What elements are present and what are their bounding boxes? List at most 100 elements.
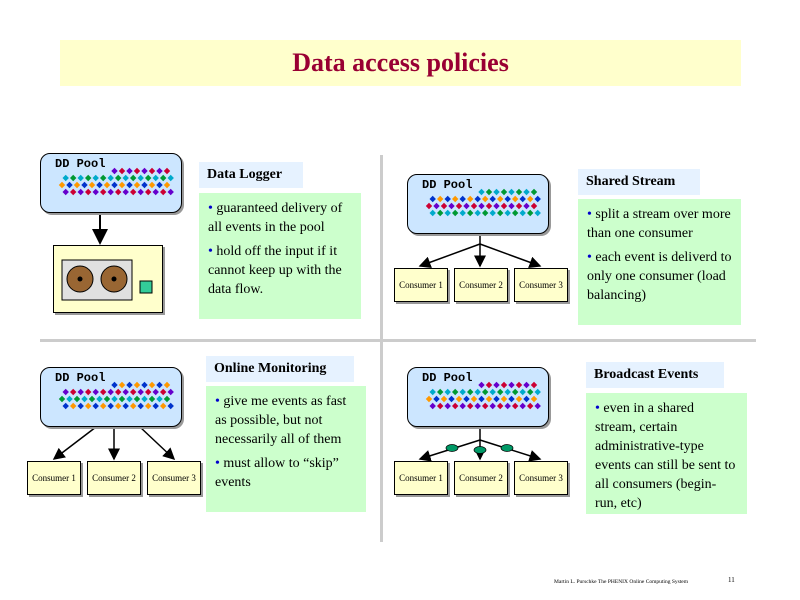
event-diamond — [459, 209, 466, 217]
event-diamond — [137, 174, 144, 182]
event-diamond — [126, 167, 133, 175]
broadcast-event-token-2 — [473, 446, 487, 454]
event-diamond — [527, 195, 534, 203]
shared-stream-heading: Shared Stream — [578, 169, 700, 195]
event-diamond — [137, 402, 144, 410]
event-diamond — [425, 395, 433, 403]
event-diamond — [534, 195, 541, 203]
event-diamond — [96, 395, 103, 403]
event-diamond — [459, 195, 466, 203]
broadcast-event-token-3 — [500, 444, 514, 452]
event-diamond — [107, 402, 114, 410]
event-diamond — [92, 402, 99, 410]
event-diamond — [100, 174, 107, 182]
event-diamond — [107, 188, 114, 196]
event-diamond — [504, 209, 511, 217]
event-diamond — [482, 388, 489, 396]
event-diamond — [433, 395, 440, 403]
event-diamond — [156, 395, 163, 403]
event-diamond — [70, 174, 77, 182]
event-diamond — [167, 174, 174, 182]
event-diamond — [107, 174, 114, 182]
event-diamond — [62, 402, 69, 410]
event-diamond — [152, 174, 159, 182]
event-diamond — [470, 202, 478, 210]
event-diamond — [467, 402, 474, 410]
event-diamond — [137, 188, 144, 196]
event-diamond — [77, 388, 84, 396]
event-diamond — [62, 188, 69, 196]
event-diamond — [126, 381, 133, 389]
event-diamond — [85, 188, 92, 196]
event-diamond — [88, 395, 96, 403]
bullet-item: • each event is deliverd to only one con… — [587, 250, 732, 303]
event-diamond — [107, 388, 114, 396]
event-diamond — [534, 402, 541, 410]
event-diamond — [452, 388, 459, 396]
event-diamond — [497, 402, 504, 410]
dd-pool-label: DD Pool — [422, 178, 473, 192]
event-diamond — [512, 209, 519, 217]
event-diamond — [508, 202, 515, 210]
event-diamond — [156, 167, 163, 175]
event-diamond — [73, 395, 81, 403]
event-diamond — [433, 202, 440, 210]
event-diamond — [474, 388, 481, 396]
event-diamond — [452, 209, 459, 217]
data-logger-notes: • guaranteed delivery of all events in t… — [199, 193, 361, 319]
event-diamond — [167, 388, 174, 396]
event-diamond — [530, 188, 538, 196]
event-diamond — [130, 388, 137, 396]
event-diamond — [534, 209, 541, 217]
event-diamond — [111, 167, 118, 175]
event-diamond — [85, 388, 92, 396]
bullet-item: • hold off the input if it cannot keep u… — [208, 244, 342, 297]
event-diamond — [160, 388, 167, 396]
event-diamond — [437, 402, 444, 410]
bullet-item: • guaranteed delivery of all events in t… — [208, 201, 343, 235]
event-diamond — [429, 402, 436, 410]
event-diamond — [100, 188, 107, 196]
bullet-item: • even in a shared stream, certain admin… — [595, 401, 736, 511]
event-diamond — [497, 209, 504, 217]
tape-drive — [53, 245, 163, 313]
event-diamond — [515, 381, 523, 389]
footer-credit: Martin L. Purschke The PHENIX Online Com… — [554, 579, 689, 585]
event-diamond — [440, 395, 448, 403]
event-diamond — [77, 174, 84, 182]
broadcast-events-notes: • even in a shared stream, certain admin… — [586, 393, 747, 514]
event-diamond — [145, 174, 152, 182]
event-diamond — [118, 381, 126, 389]
bullet-item: • split a stream over more than one cons… — [587, 207, 731, 241]
event-diamond — [122, 174, 129, 182]
dd-pool-label: DD Pool — [422, 371, 473, 385]
event-diamond — [122, 188, 129, 196]
event-diamond — [130, 188, 137, 196]
event-diamond — [489, 402, 496, 410]
event-diamond — [448, 202, 455, 210]
event-diamond — [467, 388, 474, 396]
event-diamond — [145, 402, 152, 410]
event-diamond — [504, 388, 511, 396]
event-diamond — [111, 395, 118, 403]
event-diamond — [500, 188, 508, 196]
event-diamond — [455, 395, 463, 403]
event-diamond — [478, 188, 485, 196]
event-diamond — [141, 167, 148, 175]
event-diamond — [508, 188, 515, 196]
event-diamond — [534, 388, 541, 396]
event-diamond — [523, 188, 530, 196]
event-diamond — [519, 209, 526, 217]
event-diamond — [478, 395, 485, 403]
event-diamond — [145, 388, 152, 396]
event-diamond — [148, 167, 156, 175]
event-diamond — [519, 402, 526, 410]
event-diamond — [527, 388, 534, 396]
event-diamond — [148, 395, 156, 403]
event-diamond — [88, 181, 96, 189]
event-diamond — [126, 181, 133, 189]
event-diamond — [130, 174, 137, 182]
event-diamond — [493, 395, 500, 403]
event-diamond — [118, 167, 126, 175]
event-diamond — [133, 167, 141, 175]
